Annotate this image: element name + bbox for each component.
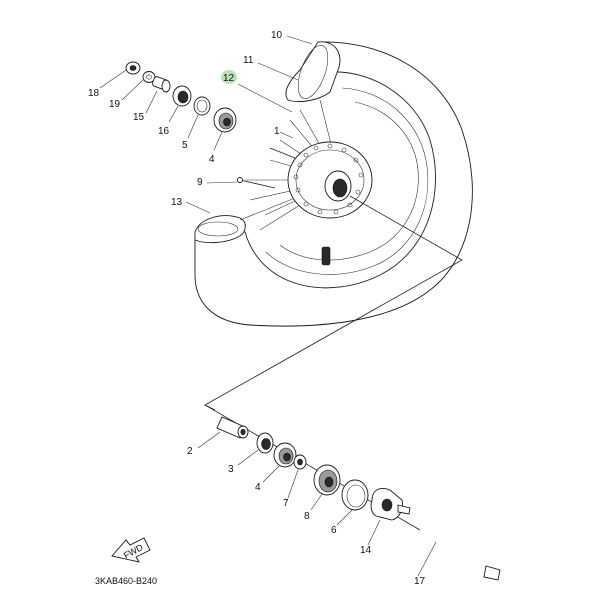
label-16: 16 bbox=[158, 126, 170, 137]
label-4-bottom: 4 bbox=[255, 482, 261, 493]
part-17-axle bbox=[401, 524, 501, 581]
label-5-top: 5 bbox=[182, 140, 188, 151]
label-17: 17 bbox=[414, 576, 426, 587]
label-12: 12 bbox=[223, 73, 235, 84]
label-11: 11 bbox=[243, 55, 254, 66]
part-3-oil-seal bbox=[256, 432, 274, 454]
part-14-meter-gear bbox=[370, 488, 411, 521]
label-18: 18 bbox=[88, 88, 100, 99]
part-16-oil-seal bbox=[172, 85, 192, 107]
part-8-gear-unit bbox=[313, 464, 341, 496]
disc-bolt-holes bbox=[293, 143, 364, 215]
part-5-circlip-top bbox=[193, 96, 211, 116]
valve-stem bbox=[321, 246, 331, 266]
part-19-washer bbox=[142, 71, 156, 83]
label-8: 8 bbox=[304, 511, 310, 522]
label-15: 15 bbox=[133, 112, 145, 123]
label-19: 19 bbox=[109, 99, 121, 110]
part-4-bearing-top bbox=[213, 107, 237, 133]
part-6-ring bbox=[341, 479, 369, 511]
label-3-bottom: 3 bbox=[228, 464, 234, 475]
fwd-arrow-icon: FWD bbox=[111, 537, 151, 563]
part-1-spoke bbox=[269, 147, 296, 159]
label-2: 2 bbox=[187, 446, 193, 457]
part-2-collar bbox=[216, 416, 249, 439]
wheel-hub bbox=[239, 99, 373, 231]
diagram-code: 3KAB460-B240 bbox=[95, 576, 157, 586]
part-15-collar bbox=[152, 76, 171, 93]
part-18-nut bbox=[125, 61, 141, 75]
label-14: 14 bbox=[360, 545, 372, 556]
highlight-marker bbox=[221, 70, 237, 84]
tire bbox=[194, 41, 473, 327]
label-10: 10 bbox=[271, 30, 283, 41]
part-7-spacer bbox=[293, 454, 307, 470]
part-9-spoke bbox=[237, 177, 276, 189]
leader-lines bbox=[99, 35, 437, 577]
label-1: 1 bbox=[274, 126, 280, 137]
part-labels: 10 11 12 1 9 13 18 19 15 16 5 4 2 3 4 7 … bbox=[88, 30, 426, 587]
label-4-top: 4 bbox=[209, 154, 215, 165]
part-4-bearing-bottom bbox=[273, 442, 297, 468]
label-13: 13 bbox=[171, 197, 183, 208]
label-6: 6 bbox=[331, 525, 337, 536]
label-9: 9 bbox=[197, 177, 203, 188]
label-7: 7 bbox=[283, 498, 289, 509]
